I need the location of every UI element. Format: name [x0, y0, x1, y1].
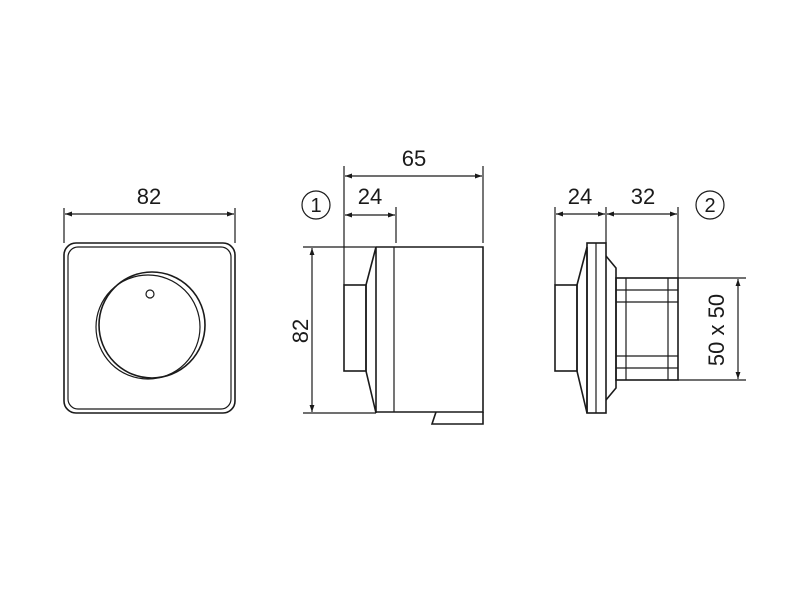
front-width-label: 82 — [137, 184, 161, 209]
side-knob-profile — [343, 284, 367, 372]
front-plate-inner — [67, 246, 232, 410]
callout-2-circle — [695, 190, 725, 220]
back-cutout-label: 50 x 50 — [704, 294, 729, 366]
back-plate-taper — [576, 246, 588, 414]
knob-outer — [98, 271, 206, 379]
knob-face — [95, 274, 201, 380]
front-view: 82 — [63, 184, 236, 414]
side-view: 1 65 24 82 — [288, 146, 484, 425]
back-collar — [605, 255, 617, 401]
side-housing-body — [376, 246, 484, 413]
side-front-depth-label: 24 — [358, 184, 382, 209]
front-plate-outer — [63, 242, 236, 414]
back-rear-depth-label: 32 — [631, 184, 655, 209]
side-plate-taper — [365, 246, 377, 414]
back-module-block — [615, 277, 679, 381]
callout-2-label: 2 — [704, 195, 715, 217]
callout-1-circle — [301, 190, 331, 220]
knob-indicator-dot — [145, 289, 155, 299]
back-front-depth-label: 24 — [568, 184, 592, 209]
side-height-label: 82 — [288, 319, 313, 343]
callout-1-label: 1 — [310, 195, 321, 217]
side-bottom-tab — [430, 411, 484, 425]
back-view: 2 24 32 50 x 50 — [554, 184, 746, 414]
back-knob-profile — [554, 284, 578, 372]
side-depth-label: 65 — [402, 146, 426, 171]
